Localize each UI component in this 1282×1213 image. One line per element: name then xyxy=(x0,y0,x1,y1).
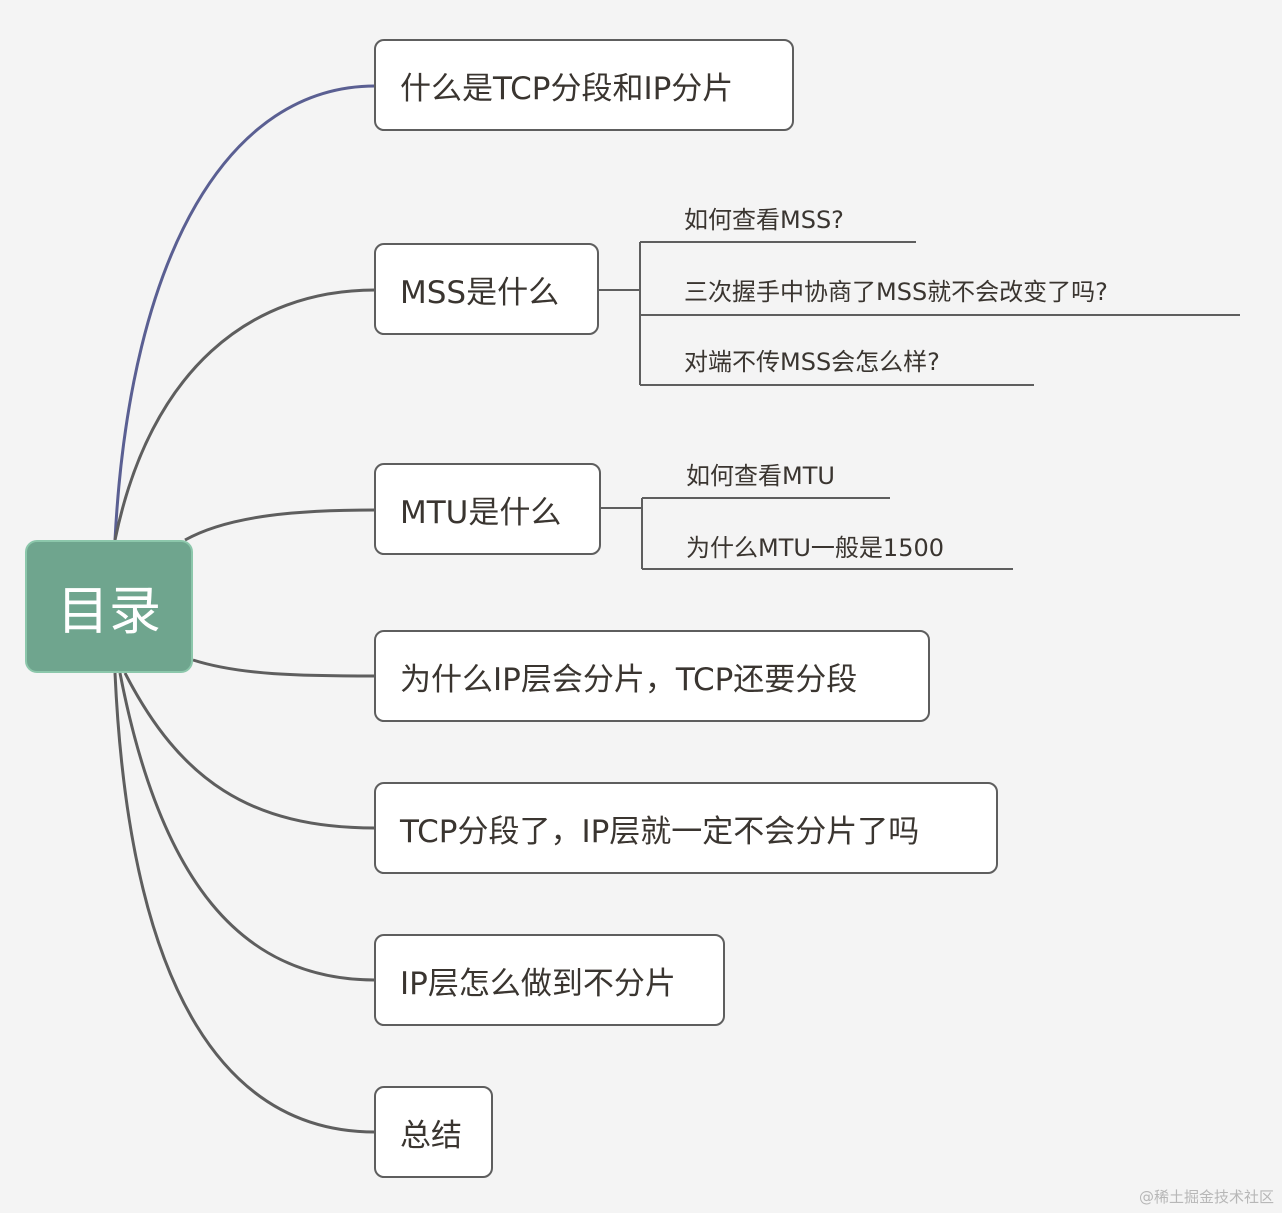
connector-mss-subtopics xyxy=(598,241,1240,386)
connector-topic-5 xyxy=(123,672,376,830)
watermark: @稀土掘金技术社区 xyxy=(1138,1188,1274,1206)
topic-why-both-fragment-and-segment[interactable]: 为什么IP层会分片，TCP还要分段 xyxy=(374,630,930,722)
root-topic[interactable]: 目录 xyxy=(25,540,193,673)
subtopic-mss-change-after-handshake[interactable]: 三次握手中协商了MSS就不会改变了吗? xyxy=(684,278,1108,306)
topic-what-is-mtu[interactable]: MTU是什么 xyxy=(374,463,601,555)
connector-topic-7 xyxy=(113,672,376,1134)
subtopic-peer-no-mss[interactable]: 对端不传MSS会怎么样? xyxy=(684,348,940,376)
topic-tcp-segmented-ip-not-fragmented[interactable]: TCP分段了，IP层就一定不会分片了吗 xyxy=(374,782,998,874)
connector-topic-2 xyxy=(113,288,376,541)
connector-mtu-subtopics xyxy=(600,497,1013,570)
connector-topic-4 xyxy=(192,658,376,678)
connector-topic-1 xyxy=(113,84,376,541)
subtopic-check-mtu[interactable]: 如何查看MTU xyxy=(686,462,835,490)
subtopic-check-mss[interactable]: 如何查看MSS? xyxy=(684,206,844,234)
topic-summary[interactable]: 总结 xyxy=(374,1086,493,1178)
connector-topic-3 xyxy=(184,508,376,542)
subtopic-why-mtu-1500[interactable]: 为什么MTU一般是1500 xyxy=(686,534,945,562)
topic-tcp-segmentation-ip-fragmentation[interactable]: 什么是TCP分段和IP分片 xyxy=(374,39,794,131)
connector-topic-6 xyxy=(118,672,376,982)
topic-how-ip-avoids-fragmentation[interactable]: IP层怎么做到不分片 xyxy=(374,934,725,1026)
topic-what-is-mss[interactable]: MSS是什么 xyxy=(374,243,599,335)
